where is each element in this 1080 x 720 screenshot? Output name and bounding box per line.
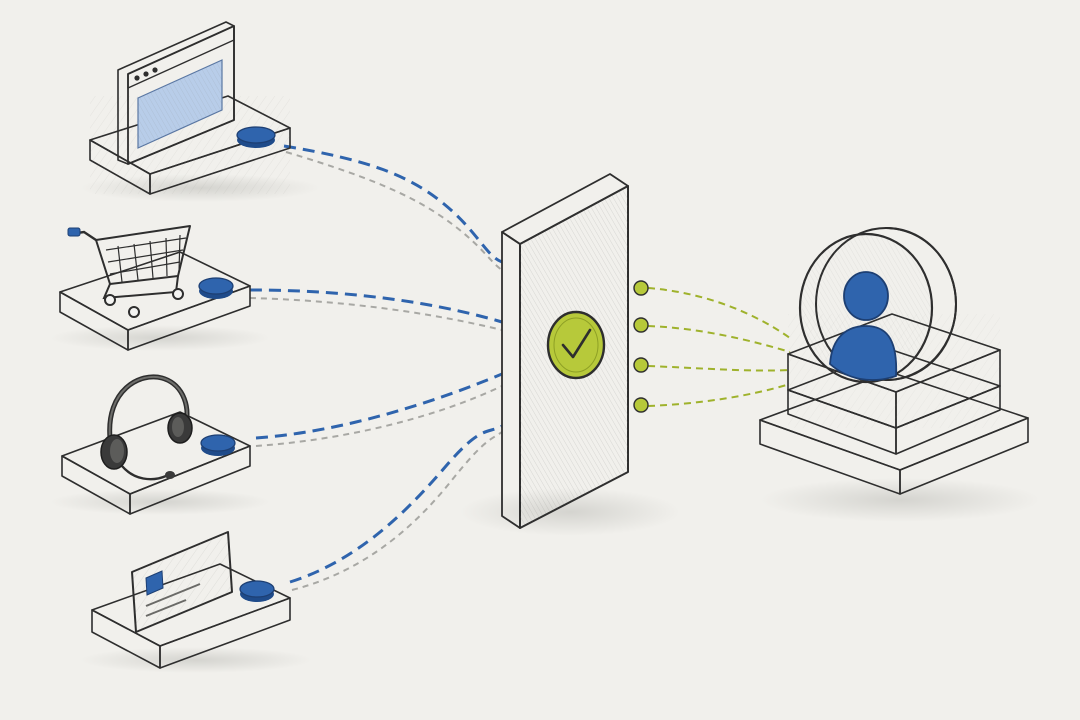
- port-node-browser: [236, 126, 276, 148]
- green-connector-1: [647, 287, 791, 339]
- port-node-card: [239, 580, 275, 602]
- source-platform-cart: [50, 225, 270, 351]
- port-node-cart: [198, 277, 234, 299]
- connector-grey-4: [291, 431, 503, 591]
- green-port-2: [633, 317, 649, 333]
- port-node-headset: [200, 434, 236, 456]
- connector-blue-1: [283, 144, 503, 264]
- green-connector-4: [647, 383, 791, 407]
- browser-window-icon: [117, 21, 235, 165]
- connector-grey-3: [255, 385, 503, 447]
- destination-user-stack: [759, 227, 1040, 522]
- headset-icon: [100, 374, 193, 481]
- green-port-1: [633, 280, 649, 296]
- payment-card-icon: [131, 531, 233, 633]
- connector-grey-2: [249, 297, 503, 331]
- source-connectors: [249, 144, 503, 591]
- connector-blue-2: [249, 288, 503, 324]
- checkmark-icon: [546, 310, 606, 380]
- green-connector-3: [647, 365, 791, 372]
- source-platform-card: [80, 531, 312, 673]
- destination-connectors: [633, 280, 791, 413]
- user-profile-icon: [798, 227, 957, 384]
- green-port-3: [633, 357, 649, 373]
- connector-blue-4: [289, 424, 503, 584]
- green-port-4: [633, 397, 649, 413]
- source-platform-browser: [80, 21, 320, 202]
- connector-grey-1: [285, 151, 503, 271]
- source-platform-headset: [50, 374, 270, 515]
- green-connector-2: [647, 325, 791, 353]
- shopping-cart-icon: [67, 225, 191, 318]
- gateway-panel: [460, 173, 680, 536]
